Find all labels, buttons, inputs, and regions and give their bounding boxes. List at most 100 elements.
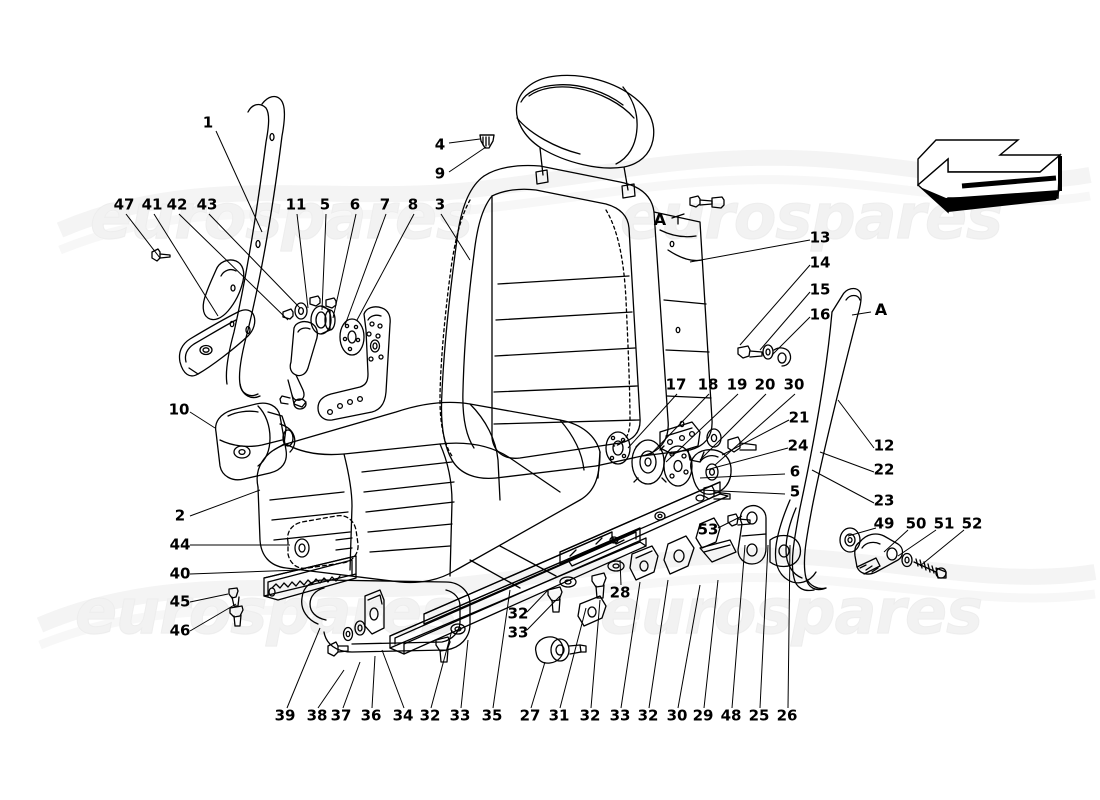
- callout-18: 18: [697, 375, 719, 394]
- callout-30: 30: [666, 706, 688, 725]
- callout-15: 15: [809, 280, 831, 299]
- callout-38: 38: [306, 706, 328, 725]
- part-headrest-bush-4: [479, 134, 495, 149]
- callout-13: 13: [809, 228, 831, 247]
- callout-47: 47: [113, 195, 135, 214]
- callout-39: 39: [274, 706, 296, 725]
- callout-50: 50: [905, 514, 927, 533]
- callout-41: 41: [141, 195, 163, 214]
- part-bolt-52: [913, 558, 947, 579]
- callout-A: A: [874, 300, 888, 319]
- callout-25: 25: [748, 706, 770, 725]
- part-bolt-38: [327, 641, 349, 657]
- callout-52: 52: [961, 514, 983, 533]
- callout-6: 6: [789, 462, 801, 481]
- part-slide-rail-40: [263, 555, 357, 601]
- callout-53: 53: [697, 520, 719, 539]
- callout-20: 20: [754, 375, 776, 394]
- callout-32: 32: [579, 706, 601, 725]
- part-bolt-46: [229, 605, 244, 627]
- callout-10: 10: [168, 400, 190, 419]
- callout-2: 2: [174, 506, 186, 525]
- part-seat-backrest: [439, 164, 713, 480]
- part-link-31: [577, 595, 607, 627]
- callout-5: 5: [789, 482, 801, 501]
- callout-34: 34: [392, 706, 414, 725]
- part-bolt-33-b: [547, 586, 563, 613]
- part-bolt-45: [228, 587, 240, 607]
- part-bolt-33-c: [591, 572, 607, 599]
- callout-27: 27: [519, 706, 541, 725]
- part-cushion-frame-2: [469, 545, 557, 589]
- callout-24: 24: [787, 436, 809, 455]
- part-base-plate-42: [178, 309, 256, 377]
- part-lever-23: [774, 499, 817, 584]
- callout-31: 31: [548, 706, 570, 725]
- callout-35: 35: [481, 706, 503, 725]
- callout-32: 32: [419, 706, 441, 725]
- callout-7: 7: [379, 195, 391, 214]
- part-washer-6: [325, 297, 337, 309]
- callout-40: 40: [169, 564, 191, 583]
- callout-45: 45: [169, 592, 191, 611]
- callout-44: 44: [169, 535, 191, 554]
- callout-37: 37: [330, 706, 352, 725]
- part-front-mount-44: [286, 514, 359, 570]
- callout-32: 32: [507, 604, 529, 623]
- part-seat-belt-buckle: [279, 321, 318, 410]
- callout-46: 46: [169, 621, 191, 640]
- callout-33: 33: [449, 706, 471, 725]
- part-hinge-pin-49: [839, 527, 861, 553]
- callout-3: 3: [434, 195, 446, 214]
- part-washer-51: [901, 552, 913, 568]
- callout-5: 5: [319, 195, 331, 214]
- part-bolt-backrest-A: [689, 195, 725, 209]
- callout-9: 9: [434, 164, 446, 183]
- part-washer-37: [342, 626, 354, 642]
- part-washer-36: [354, 620, 366, 636]
- callout-A: A: [653, 210, 667, 229]
- part-fasteners-13-16: [737, 344, 792, 367]
- callout-30: 30: [783, 375, 805, 394]
- callout-11: 11: [285, 195, 307, 214]
- callout-8: 8: [407, 195, 419, 214]
- part-trim-cover-41: [202, 259, 245, 321]
- part-hinge-bracket-8: [317, 306, 391, 421]
- part-headrest-3: [515, 74, 655, 199]
- callout-16: 16: [809, 305, 831, 324]
- part-knob-27: [534, 636, 587, 664]
- part-belt-retractor-10: [214, 402, 296, 481]
- callout-12: 12: [873, 436, 895, 455]
- callout-26: 26: [776, 706, 798, 725]
- callout-19: 19: [726, 375, 748, 394]
- callout-33: 33: [507, 623, 529, 642]
- part-disc-plate-7: [339, 318, 365, 356]
- callout-23: 23: [873, 491, 895, 510]
- callout-17: 17: [665, 375, 687, 394]
- callout-36: 36: [360, 706, 382, 725]
- part-main-slide-rail-35: [389, 481, 729, 655]
- callout-22: 22: [873, 460, 895, 479]
- part-washer-32-c: [607, 560, 625, 572]
- callout-29: 29: [692, 706, 714, 725]
- callout-43: 43: [196, 195, 218, 214]
- part-backrest-side-trim: [225, 95, 286, 399]
- callout-42: 42: [166, 195, 188, 214]
- callout-21: 21: [788, 408, 810, 427]
- part-pin-43b: [282, 308, 294, 320]
- part-bracket-50: [854, 533, 904, 575]
- callout-51: 51: [933, 514, 955, 533]
- callout-33: 33: [609, 706, 631, 725]
- callout-14: 14: [809, 253, 831, 272]
- view-direction-arrow: [916, 139, 1062, 214]
- callout-28: 28: [609, 583, 631, 602]
- part-washer-5: [309, 295, 321, 307]
- callout-32: 32: [637, 706, 659, 725]
- part-washer-32-b: [559, 576, 577, 588]
- callout-6: 6: [349, 195, 361, 214]
- part-hinge-bush-11: [310, 305, 336, 335]
- callout-1: 1: [202, 113, 214, 132]
- callout-4: 4: [434, 135, 446, 154]
